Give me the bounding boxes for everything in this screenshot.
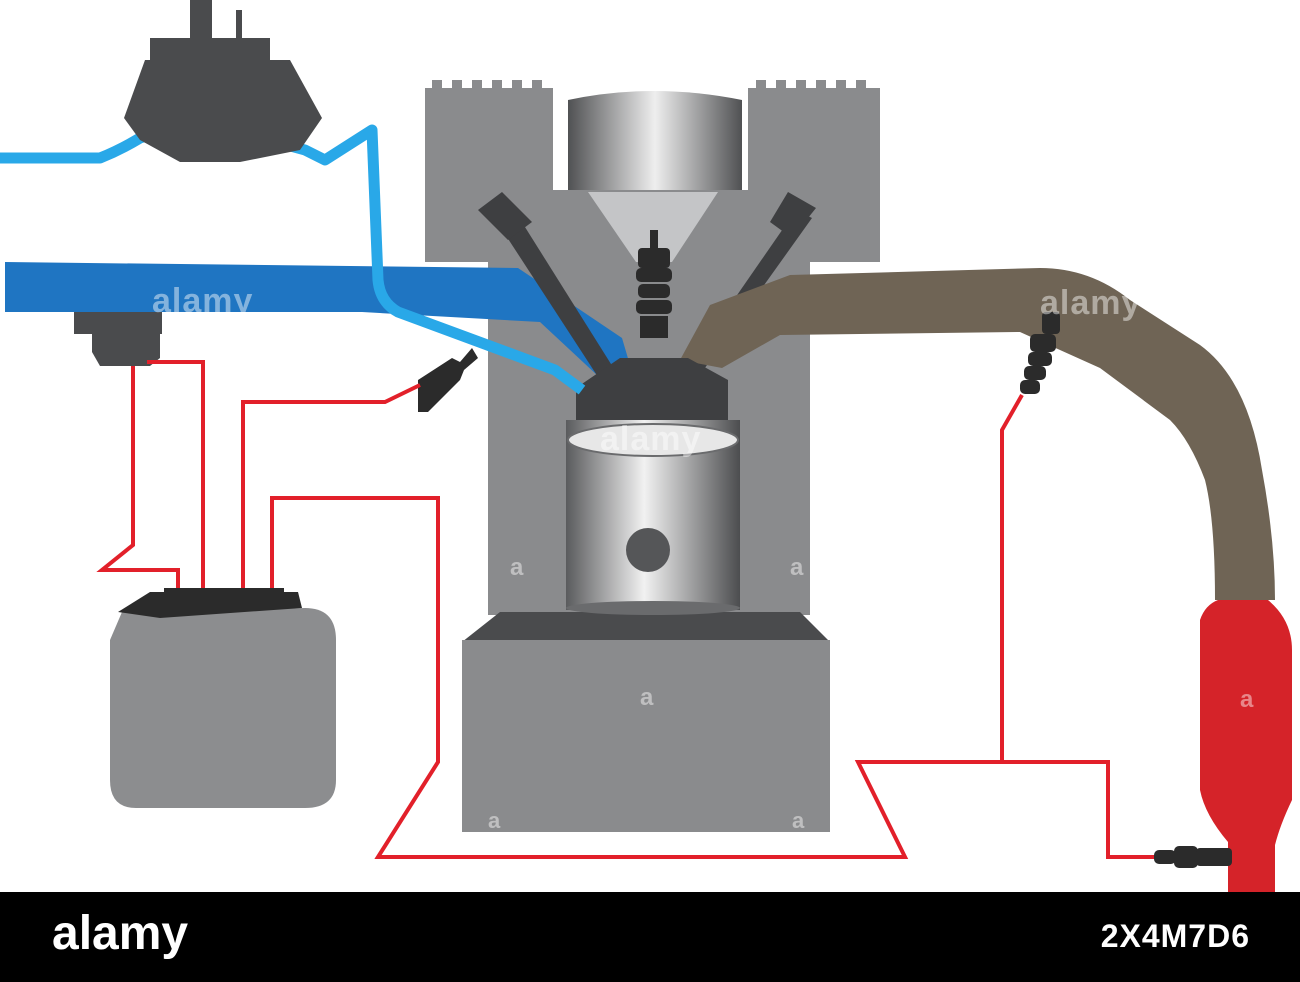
ecu-connector bbox=[118, 592, 302, 618]
watermark-mark-bottom-left: a bbox=[488, 808, 502, 833]
combustion-chamber bbox=[576, 358, 728, 420]
wire-intake-sensor bbox=[241, 383, 421, 595]
watermark-mark-center: a bbox=[640, 684, 655, 711]
watermark-mark-left: a bbox=[510, 554, 525, 581]
watermark-mark-bottom-right: a bbox=[792, 808, 806, 833]
wrist-pin bbox=[626, 528, 670, 572]
combustion-funnel bbox=[588, 192, 718, 262]
exhaust-cam-cover bbox=[748, 88, 880, 193]
watermark-mark-right: a bbox=[790, 554, 805, 581]
footer-image-id: 2X4M7D6 bbox=[1100, 918, 1250, 954]
fuel-line bbox=[0, 114, 586, 395]
spark-plug bbox=[636, 230, 672, 338]
wire-throttle-a bbox=[96, 366, 180, 595]
fuel-pump bbox=[124, 0, 322, 162]
catalytic-converter bbox=[1200, 600, 1292, 892]
camshaft bbox=[568, 91, 742, 190]
crankcase-top bbox=[462, 612, 830, 642]
engine-diagram: alamy alamy alamy a a a a a a bbox=[0, 0, 1292, 892]
wire-throttle-b bbox=[147, 360, 205, 595]
o2-sensor-upstream bbox=[1020, 312, 1060, 394]
intake-manifold bbox=[5, 262, 632, 376]
footer-logo: alamy bbox=[52, 907, 189, 960]
watermark-intake: alamy bbox=[152, 282, 254, 320]
wire-spark bbox=[270, 496, 1158, 859]
intake-sensor bbox=[418, 348, 478, 412]
piston bbox=[566, 420, 740, 615]
crankcase bbox=[462, 640, 830, 832]
exhaust-valve-head bbox=[770, 192, 816, 238]
cam-cover-teeth bbox=[432, 80, 866, 90]
watermark-piston: alamy bbox=[600, 420, 702, 458]
watermark-mark-cat: a bbox=[1240, 686, 1255, 713]
wire-o2-upstream bbox=[1000, 394, 1024, 762]
throttle-body bbox=[74, 312, 162, 366]
intake-cam-cover bbox=[425, 88, 553, 193]
o2-sensor-downstream bbox=[1154, 846, 1232, 868]
ecu bbox=[110, 588, 336, 808]
engine-diagram-svg bbox=[0, 0, 1292, 892]
footer-bar: alamy 2X4M7D6 bbox=[0, 892, 1300, 982]
exhaust-pipe bbox=[680, 268, 1275, 600]
intake-valve-stem bbox=[488, 200, 616, 380]
intake-valve-head bbox=[478, 192, 532, 240]
watermark-exhaust: alamy bbox=[1040, 284, 1142, 322]
wiring bbox=[96, 360, 1158, 859]
